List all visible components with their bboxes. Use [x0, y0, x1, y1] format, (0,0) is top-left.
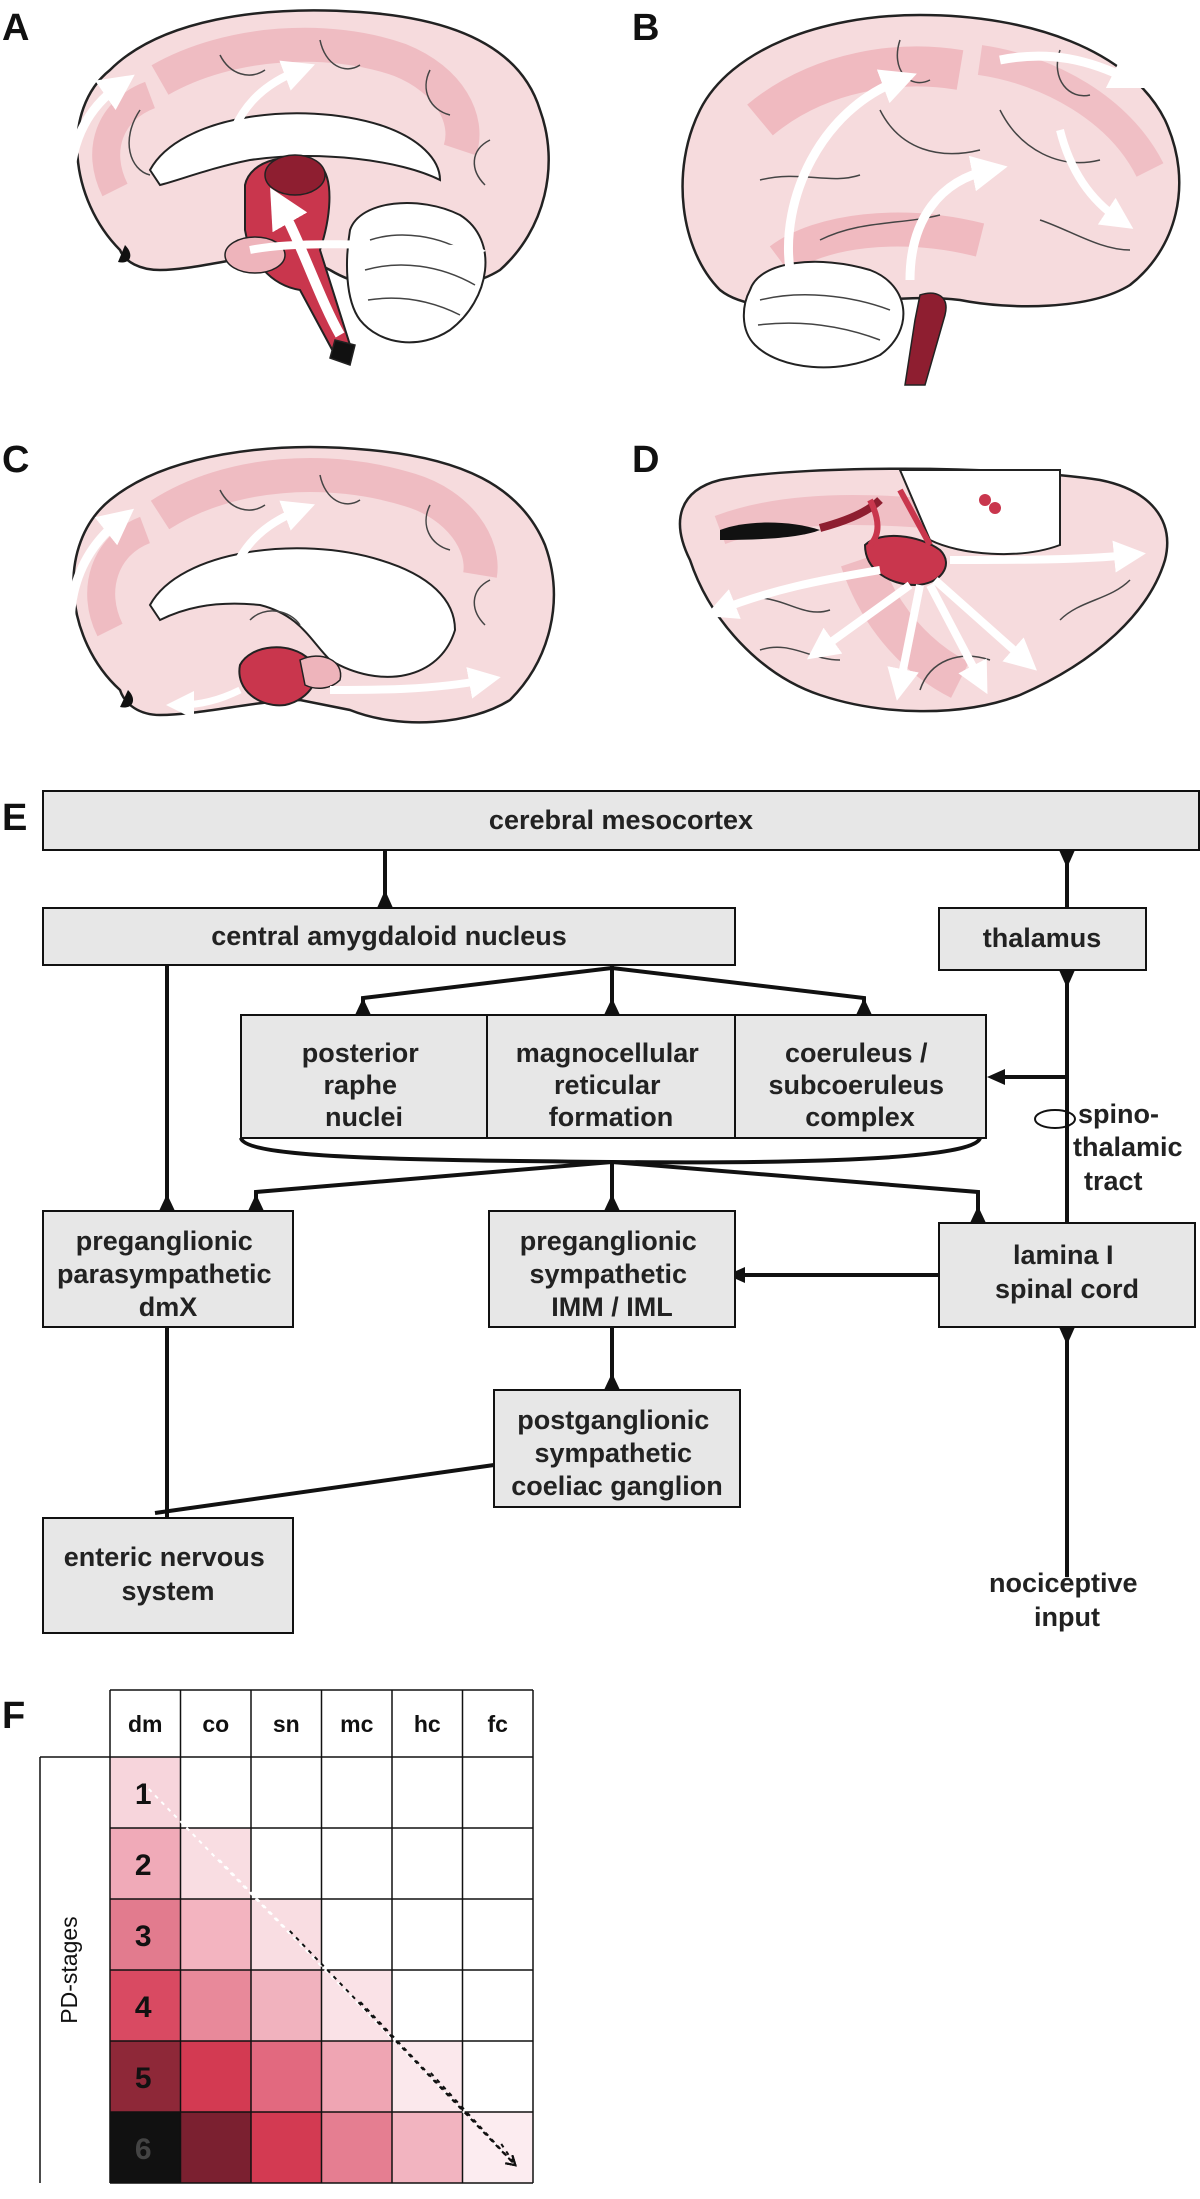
- brainstem-b: [904, 292, 947, 386]
- panel-b-brain-lateral: [681, 13, 1181, 386]
- stage-cell: [110, 1970, 181, 2041]
- stage-cell: [321, 2112, 392, 2183]
- stage-cell: [321, 2041, 392, 2112]
- stage-cell: [321, 1970, 392, 2041]
- box-cerebral-mesocortex: [42, 790, 1200, 851]
- stage-cell: [110, 1757, 181, 1828]
- stage-cell: [462, 1828, 533, 1899]
- stage-cell: [321, 1757, 392, 1828]
- stage-cell: [180, 2041, 251, 2112]
- stage-cell: [392, 2112, 463, 2183]
- stage-cell: [251, 1970, 322, 2041]
- stage-cell: [180, 1970, 251, 2041]
- panel-label-a: A: [2, 7, 29, 49]
- panel-c-brain-medial: [65, 445, 556, 724]
- stage-cell: [462, 1757, 533, 1828]
- label-central-amygdaloid-nucleus: central amygdaloid nucleus: [211, 921, 567, 951]
- stage-number-4: 4: [135, 1991, 152, 2024]
- pd-stages-label: PD-stages: [56, 1916, 82, 2023]
- label-preganglionic-sympathetic: preganglionic sympathetic IMM / IML: [520, 1226, 705, 1322]
- stage-grid: dm co sn mc hc fc 1 2 3 4 5 6 PD-stages: [39, 1689, 534, 2184]
- stage-cell: [180, 1899, 251, 1970]
- stage-cell: [251, 1899, 322, 1970]
- column-header-dm: dm: [128, 1711, 163, 1737]
- label-posterior-raphe-nuclei: posterior raphe nuclei: [302, 1038, 427, 1132]
- box-posterior-raphe-nuclei: [240, 1014, 488, 1139]
- panel-label-b: B: [632, 7, 659, 49]
- panel-label-d: D: [632, 439, 659, 481]
- box-thalamus: [938, 907, 1147, 971]
- stage-cell: [180, 2112, 251, 2183]
- panel-d-brain-ventral: [678, 467, 1169, 713]
- temporal-region-d: [863, 534, 947, 587]
- box-magnocellular-reticular-formation: [486, 1014, 736, 1139]
- column-header-sn: sn: [273, 1711, 300, 1737]
- corpus-callosum-c: [148, 547, 457, 678]
- label-postganglionic-sympathetic: postganglionic sympathetic coeliac gangl…: [511, 1405, 723, 1501]
- stage-cell: [251, 1757, 322, 1828]
- stage-cell: [110, 2041, 181, 2112]
- stage-number-5: 5: [135, 2062, 152, 2095]
- flowchart: cerebral mesocortex central amygdaloid n…: [42, 790, 1200, 1634]
- label-lamina-spinal-cord: lamina I spinal cord: [995, 1240, 1139, 1304]
- stage-cell: [110, 2112, 181, 2183]
- label-enteric-nervous-system: enteric nervous system: [64, 1542, 273, 1606]
- stage-number-3: 3: [135, 1920, 152, 1953]
- stage-number-1: 1: [135, 1778, 152, 1811]
- panel-a-brain-medial: [65, 9, 550, 366]
- box-enteric-nervous-system: [42, 1517, 294, 1634]
- progression-arrow: [359, 2001, 517, 2166]
- label-magnocellular-reticular-formation: magnocellular reticular formation: [516, 1038, 707, 1132]
- label-spinothalamic-tract: spino- thalamic tract: [1073, 1099, 1190, 1196]
- stage-cell: [321, 1828, 392, 1899]
- column-header-hc: hc: [414, 1711, 441, 1737]
- stage-cell: [462, 1970, 533, 2041]
- stage-cell: [392, 1899, 463, 1970]
- box-coeruleus-complex: [734, 1014, 987, 1139]
- panel-label-e: E: [2, 797, 27, 839]
- stage-cell: [251, 2041, 322, 2112]
- box-lamina-spinal-cord: [938, 1222, 1196, 1328]
- box-postganglionic-sympathetic: [493, 1389, 741, 1508]
- stage-cell: [462, 1899, 533, 1970]
- column-header-mc: mc: [340, 1711, 373, 1737]
- cerebellum-a: [346, 202, 487, 344]
- panel-label-c: C: [2, 439, 29, 481]
- stage-cell: [110, 1828, 181, 1899]
- label-nociceptive-input: nociceptive input: [989, 1568, 1145, 1632]
- stage-cell: [251, 1828, 322, 1899]
- olfactory-d: [720, 522, 820, 540]
- box-preganglionic-sympathetic: [488, 1210, 736, 1328]
- stage-cell: [251, 2112, 322, 2183]
- label-coeruleus-complex: coeruleus / subcoeruleus complex: [768, 1038, 951, 1132]
- column-header-co: co: [202, 1711, 229, 1737]
- box-preganglionic-parasympathetic: [42, 1210, 294, 1328]
- label-thalamus: thalamus: [983, 923, 1102, 953]
- box-central-amygdaloid-nucleus: [42, 907, 736, 966]
- label-preganglionic-parasympathetic: preganglionic parasympathetic dmX: [57, 1226, 279, 1322]
- stage-cell: [392, 1757, 463, 1828]
- midbrain-d: [898, 469, 1061, 556]
- stage-cell: [392, 1970, 463, 2041]
- stage-cell: [180, 1757, 251, 1828]
- progression-arrow: [430, 2072, 517, 2166]
- cerebellum-b: [742, 260, 905, 369]
- stage-number-6: 6: [135, 2133, 152, 2166]
- progression-arrow: [500, 2143, 517, 2166]
- stage-cell: [392, 1828, 463, 1899]
- column-header-fc: fc: [488, 1711, 509, 1737]
- stage-cell: [110, 1899, 181, 1970]
- stage-cell: [180, 1828, 251, 1899]
- stage-cell: [462, 2041, 533, 2112]
- label-cerebral-mesocortex: cerebral mesocortex: [489, 805, 753, 835]
- panel-label-f: F: [2, 1695, 25, 1737]
- stage-number-2: 2: [135, 1849, 152, 1882]
- stage-cell: [321, 1899, 392, 1970]
- corpus-callosum-a: [148, 112, 442, 187]
